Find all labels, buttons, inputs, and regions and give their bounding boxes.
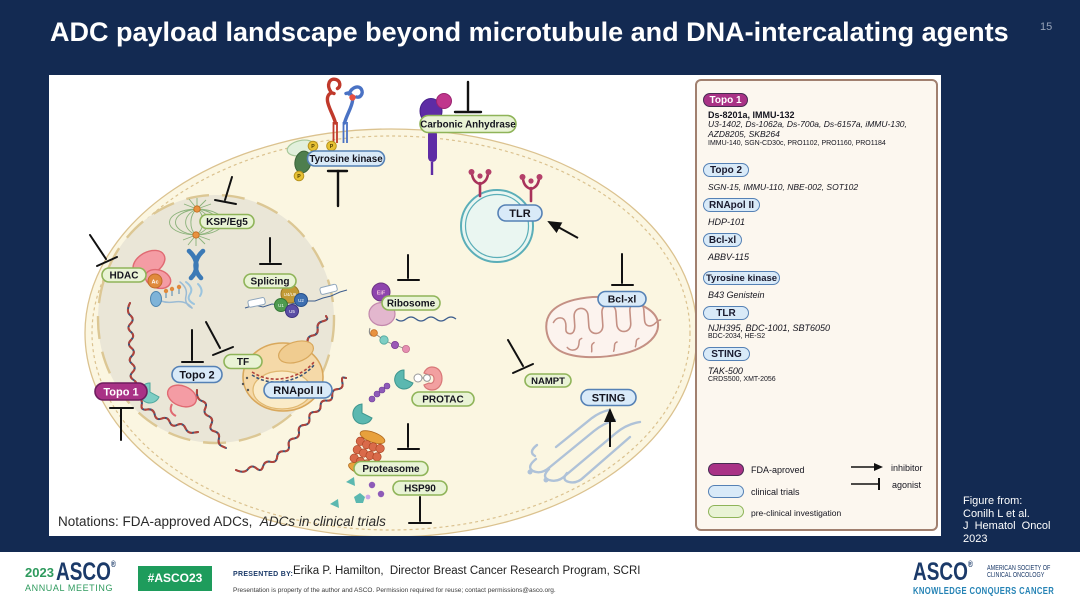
svg-text:EiF: EiF <box>377 291 386 297</box>
svg-text:Ac: Ac <box>151 280 158 286</box>
svg-text:HSP90: HSP90 <box>404 484 436 495</box>
svg-text:P: P <box>311 144 315 150</box>
svg-text:TF: TF <box>237 357 249 368</box>
svg-text:Splicing: Splicing <box>251 277 290 288</box>
svg-text:Topo 2: Topo 2 <box>179 370 214 382</box>
svg-text:Bcl-xl: Bcl-xl <box>608 294 637 306</box>
svg-text:KSP/Eg5: KSP/Eg5 <box>206 217 248 228</box>
svg-text:U1: U1 <box>278 303 284 308</box>
svg-text:U5: U5 <box>289 309 295 314</box>
svg-text:Topo 1: Topo 1 <box>103 387 138 399</box>
svg-text:TLR: TLR <box>509 208 530 220</box>
svg-text:Ribosome: Ribosome <box>387 299 436 310</box>
svg-text:U4/U6: U4/U6 <box>284 292 297 297</box>
svg-text:P: P <box>330 144 334 150</box>
svg-text:P: P <box>297 174 301 180</box>
svg-text:NAMPT: NAMPT <box>531 376 565 387</box>
svg-text:U2: U2 <box>298 298 304 303</box>
svg-text:Tyrosine kinase: Tyrosine kinase <box>309 154 383 165</box>
svg-text:Carbonic Anhydrase: Carbonic Anhydrase <box>420 120 516 131</box>
svg-text:PROTAC: PROTAC <box>422 395 463 406</box>
svg-text:STING: STING <box>592 393 626 405</box>
svg-text:HDAC: HDAC <box>110 271 139 282</box>
svg-text:RNApol II: RNApol II <box>273 385 323 397</box>
svg-text:Proteasome: Proteasome <box>362 464 420 475</box>
